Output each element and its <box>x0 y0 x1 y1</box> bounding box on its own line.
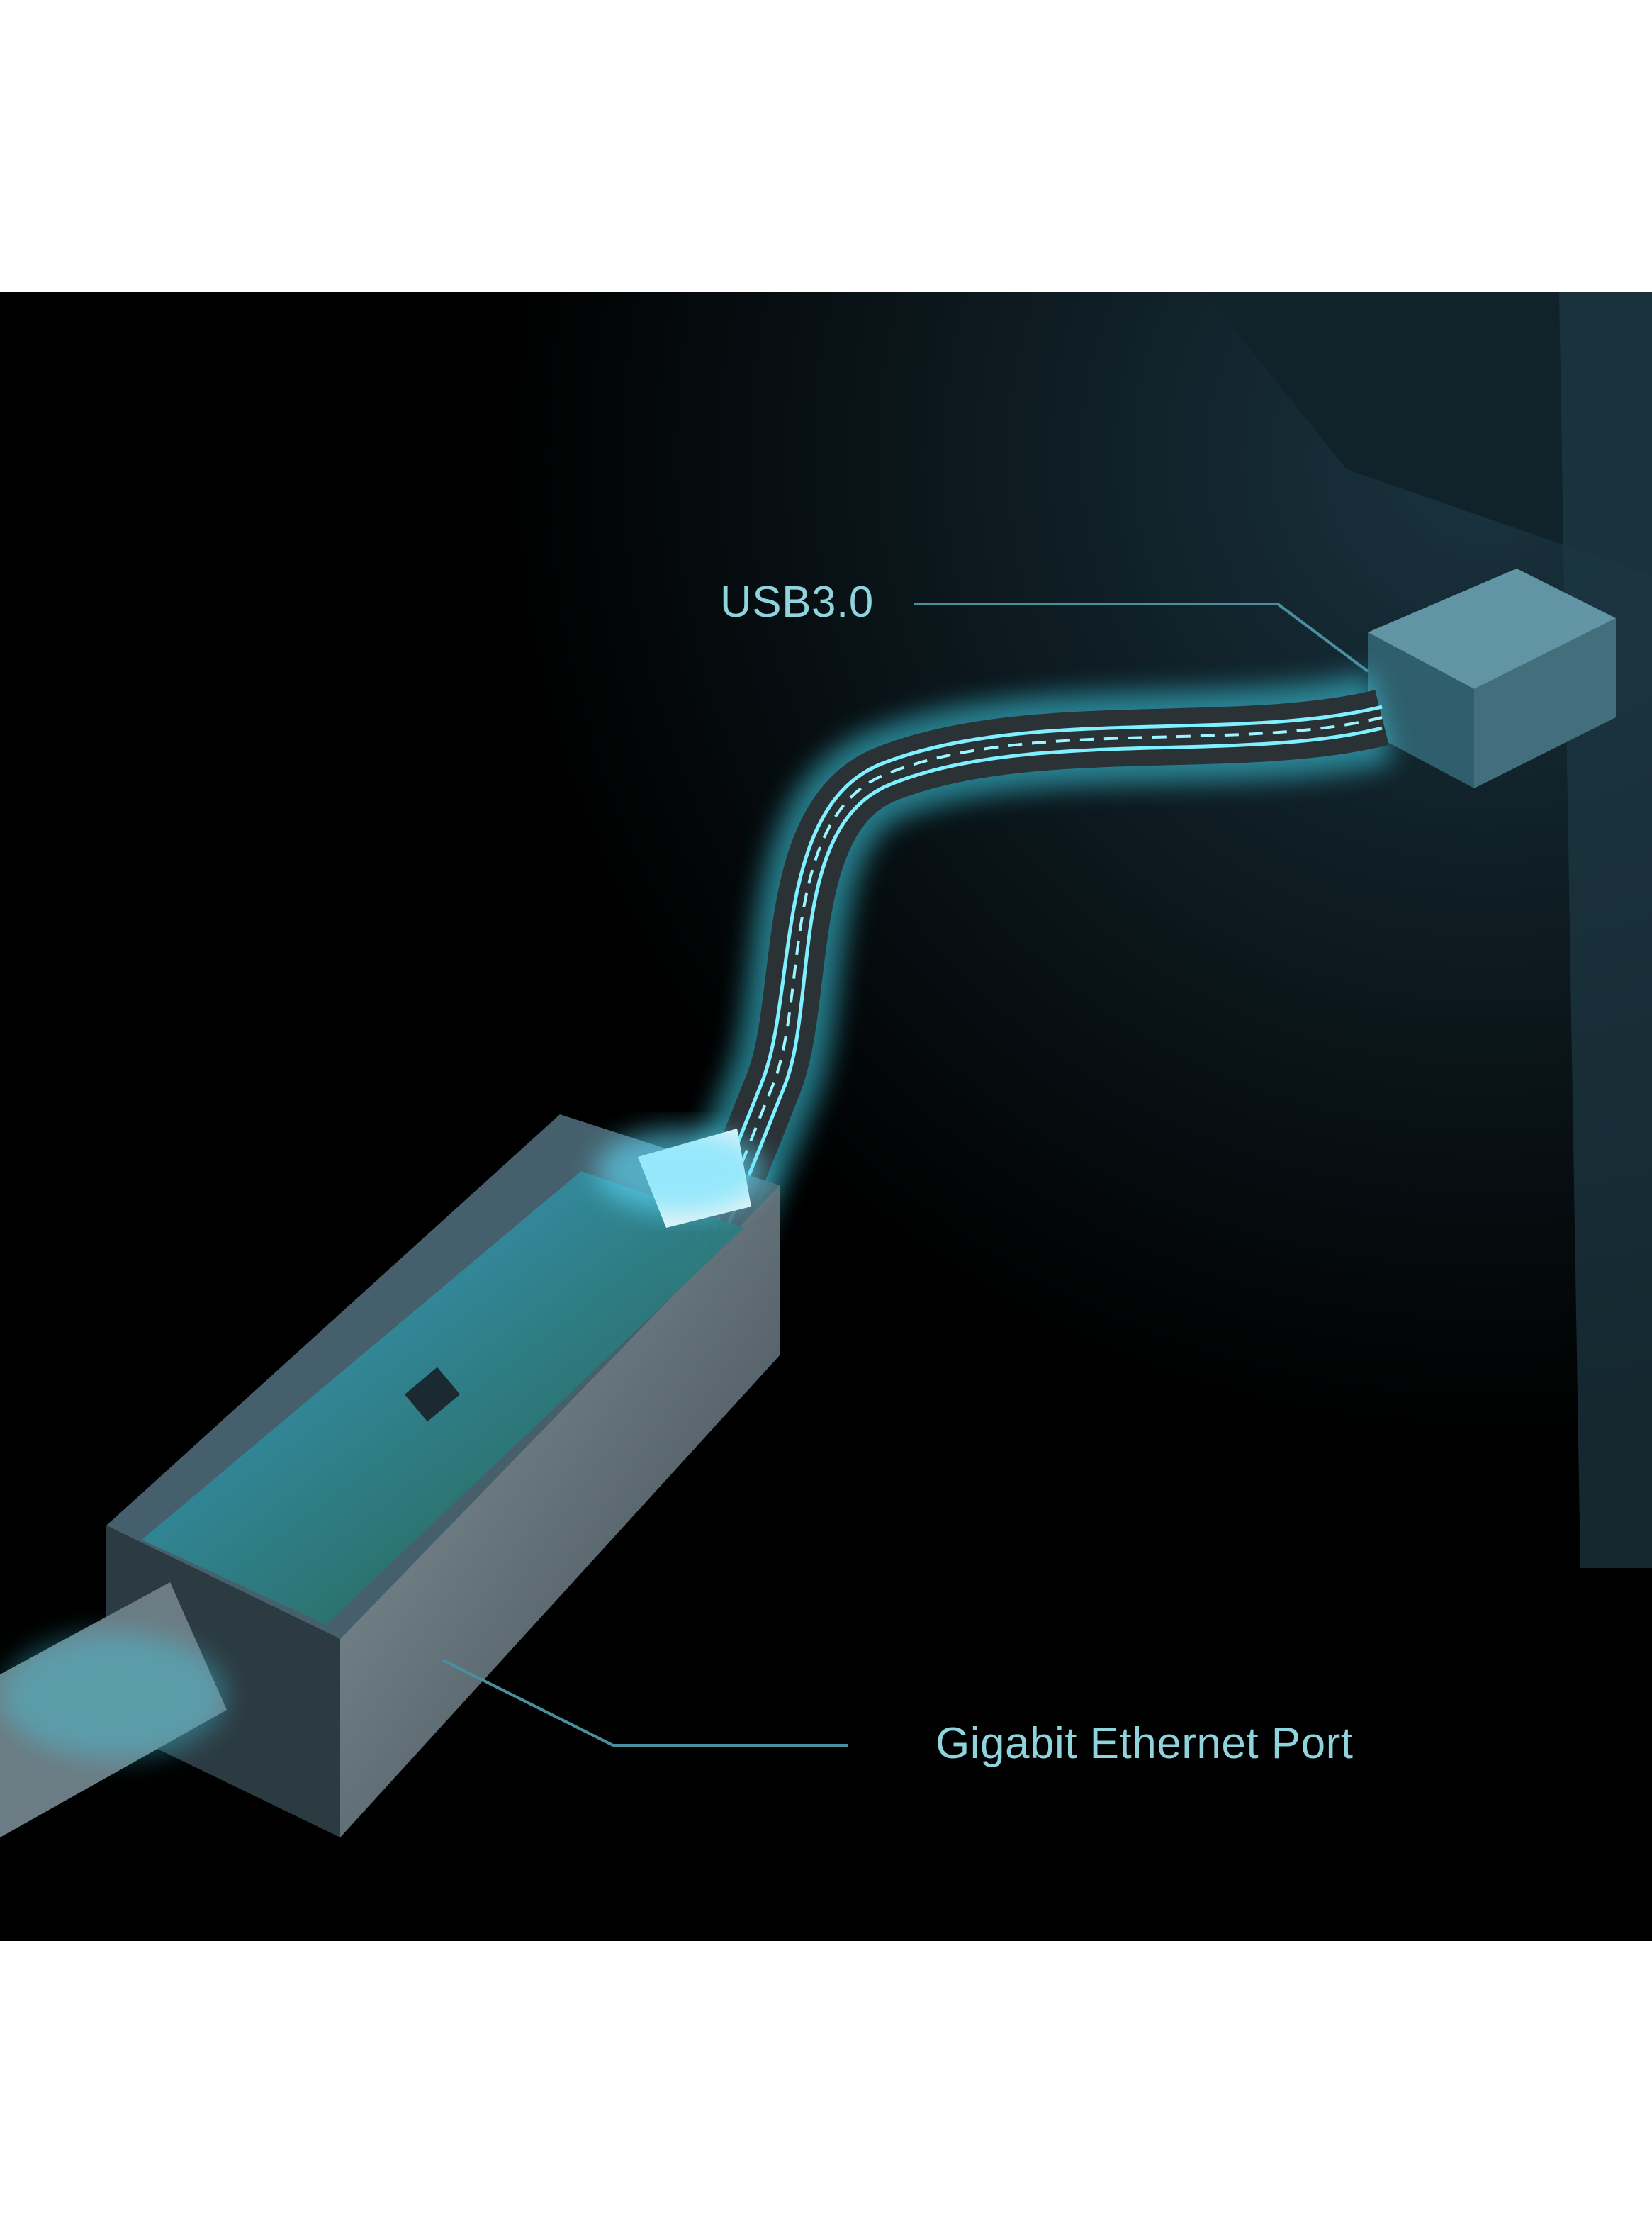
ethernet-cable <box>0 1582 227 1837</box>
usb-leader-line <box>914 603 1369 673</box>
adapter-render <box>0 292 1652 1941</box>
laptop-edge <box>1205 292 1652 576</box>
adapter-body <box>106 1114 780 1837</box>
ethernet-leader-line <box>442 1659 848 1747</box>
product-illustration: USB3.0 Gigabit Ethernet Port <box>0 292 1652 1941</box>
usb-connector <box>1368 569 1616 788</box>
ethernet-port-label: Gigabit Ethernet Port <box>935 1719 1354 1768</box>
usb-label: USB3.0 <box>720 578 874 627</box>
